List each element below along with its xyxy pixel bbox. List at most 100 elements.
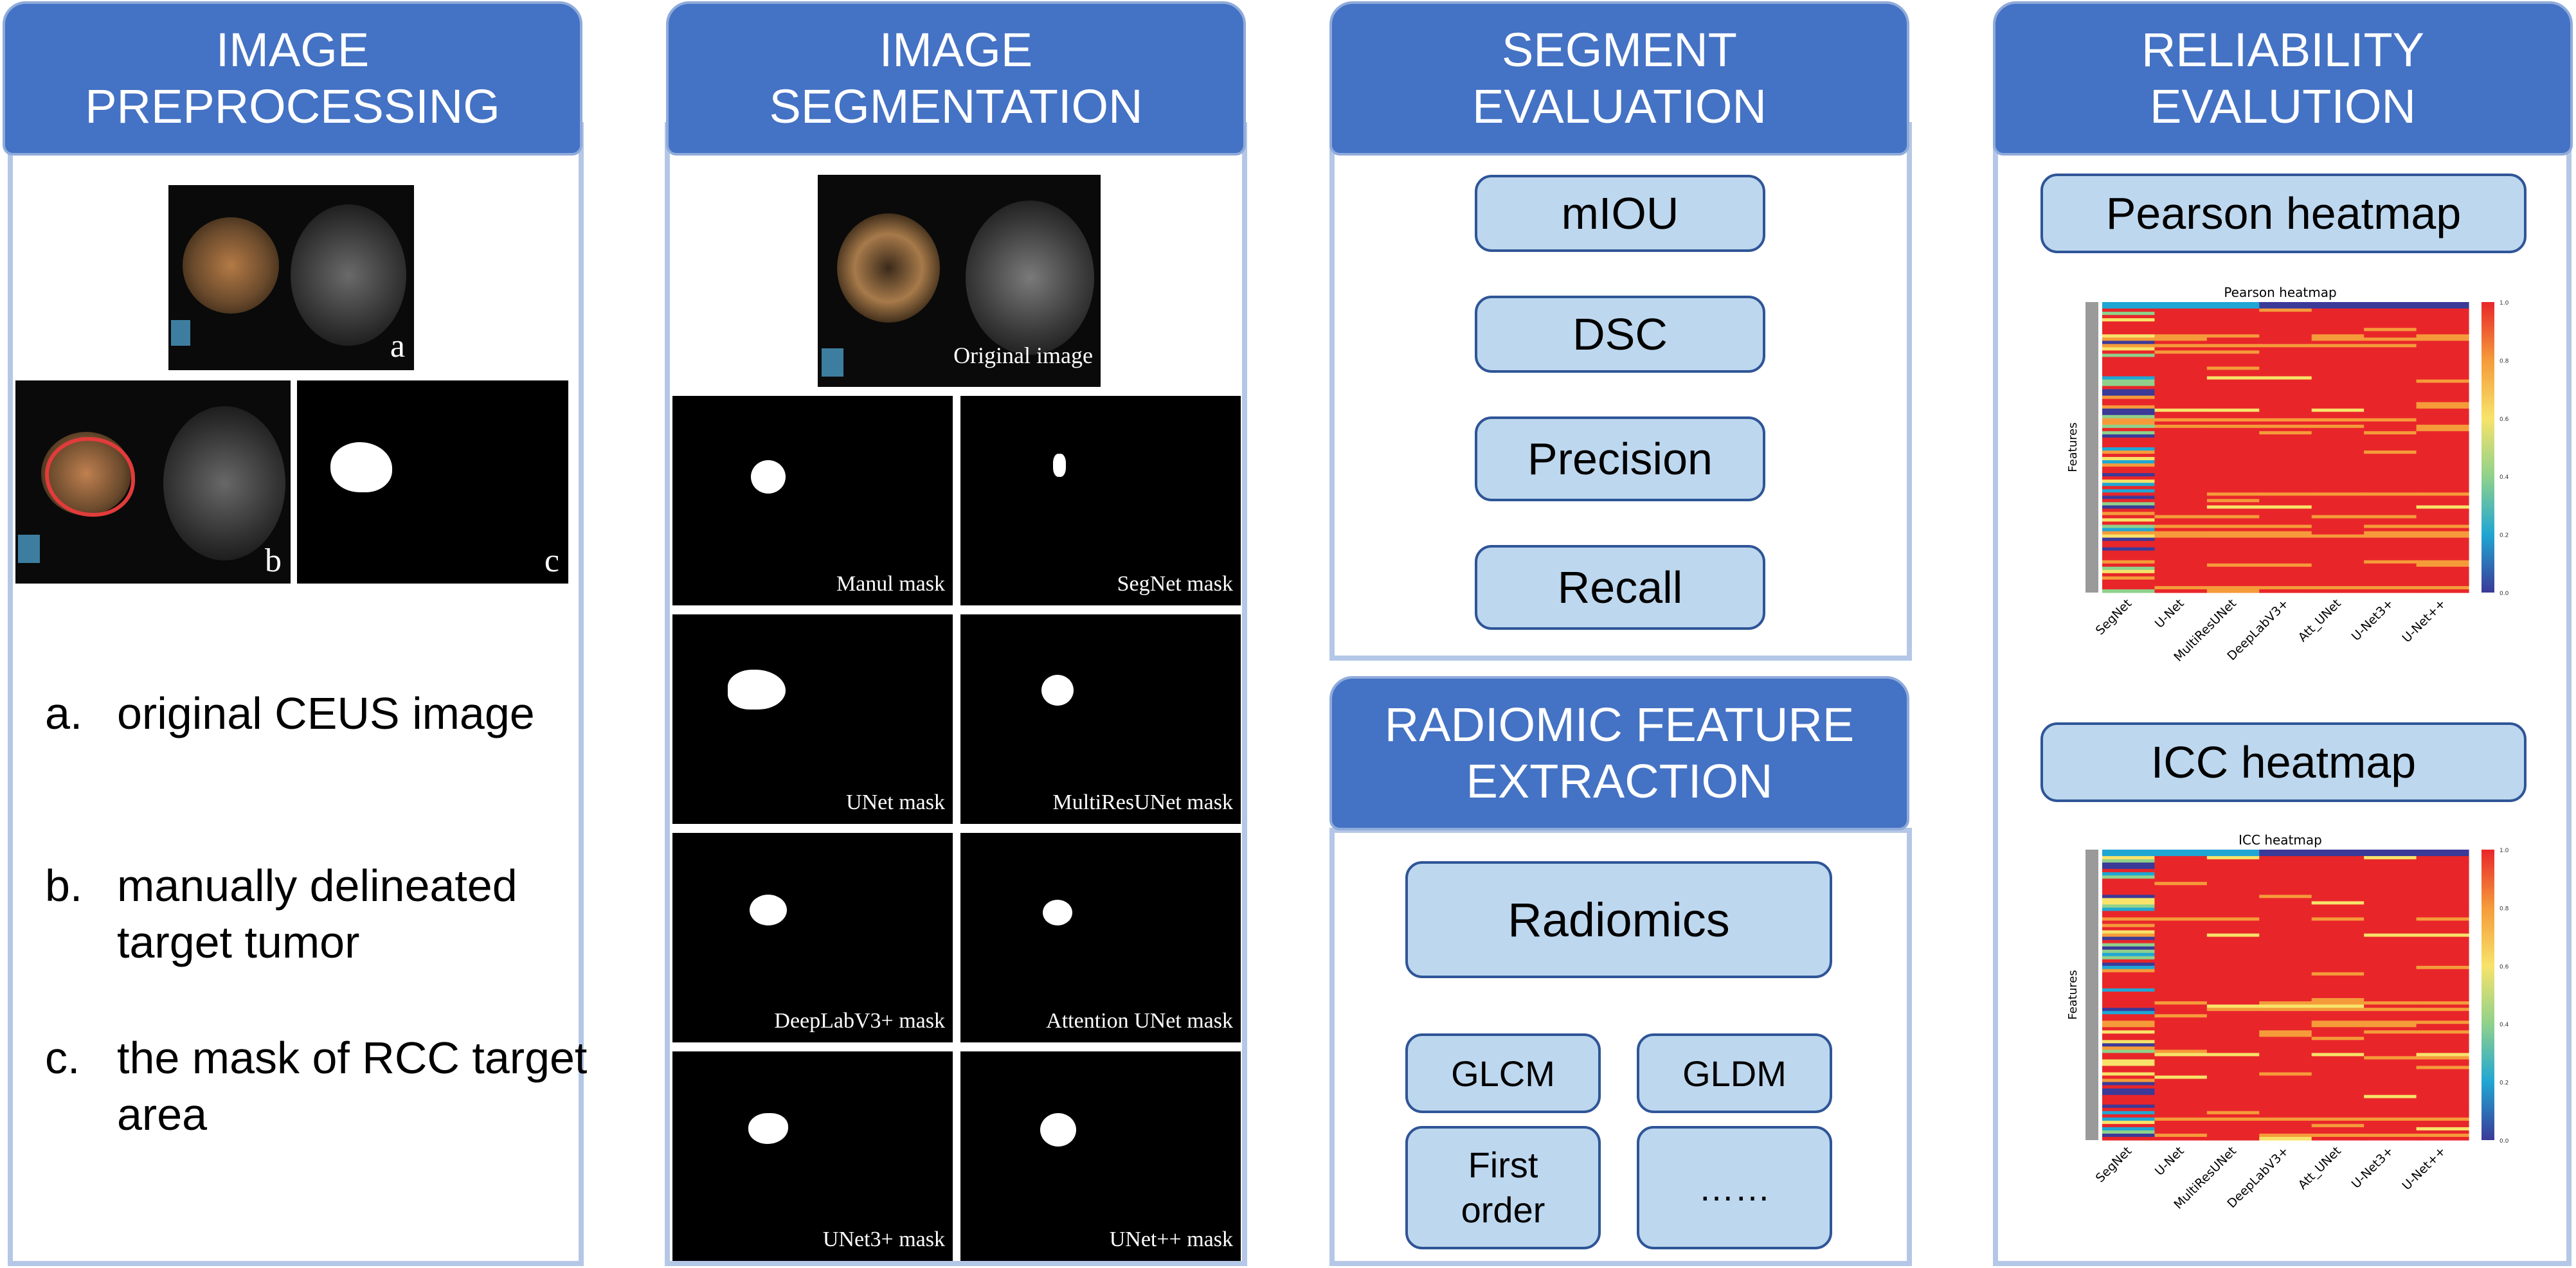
heatmap-cell <box>2154 379 2208 384</box>
original-ceus-image: a <box>168 185 414 370</box>
heatmap-cell <box>2206 991 2260 996</box>
heatmap-cell <box>2259 936 2312 941</box>
heatmap-cell <box>2311 589 2364 593</box>
heatmap-cell <box>2259 978 2312 983</box>
heatmap-cell <box>2259 447 2312 451</box>
heatmap-cell <box>2311 408 2364 413</box>
heatmap-cell <box>2102 579 2156 584</box>
heatmap-cell <box>2311 969 2364 973</box>
heatmap-cell <box>2364 1005 2417 1008</box>
heatmap-cell <box>2206 569 2260 574</box>
heatmap-cell <box>2416 357 2469 361</box>
heatmap-cell <box>2416 353 2469 357</box>
heatmap-cell <box>2311 1037 2364 1040</box>
heatmap-cell <box>2416 460 2469 464</box>
heatmap-cell <box>2311 470 2364 474</box>
heatmap-cell <box>2154 885 2208 889</box>
heatmap-cell <box>2102 398 2156 403</box>
heatmap-cell <box>2311 962 2364 967</box>
heatmap-cell <box>2416 1008 2469 1012</box>
heatmap-cell <box>2311 347 2364 351</box>
heatmap-cell <box>2259 382 2312 387</box>
heatmap-cell <box>2364 489 2417 493</box>
heatmap-cell <box>2259 531 2312 535</box>
heatmap-cell <box>2154 486 2208 490</box>
heatmap-cell <box>2154 483 2208 487</box>
heatmap-cell <box>2259 566 2312 571</box>
heatmap-cell <box>2206 988 2260 992</box>
heatmap-cell <box>2259 1123 2312 1128</box>
heatmap-cell <box>2102 949 2156 954</box>
heatmap-cell <box>2206 1021 2260 1024</box>
heatmap-cell <box>2102 544 2156 548</box>
heatmap-cell <box>2206 1017 2260 1021</box>
x-tick-label: U-Net3+ <box>2349 1144 2397 1192</box>
heatmap-cell <box>2259 1130 2312 1134</box>
heatmap-cell <box>2154 1043 2208 1047</box>
heatmap-cell <box>2259 421 2312 425</box>
heatmap-cell <box>2416 483 2469 487</box>
heatmap-cell <box>2259 457 2312 461</box>
heatmap-cell <box>2311 1117 2364 1121</box>
heatmap-cell <box>2102 1104 2156 1109</box>
heatmap-cell <box>2416 518 2469 522</box>
heatmap-cell <box>2206 518 2260 522</box>
heatmap-cell <box>2259 573 2312 577</box>
heatmap-cell <box>2364 395 2417 400</box>
heatmap-cell <box>2206 418 2260 422</box>
heatmap-cell <box>2416 440 2469 445</box>
heatmap-cell <box>2154 901 2208 905</box>
heatmap-cell <box>2259 431 2312 435</box>
heatmap-cell <box>2311 395 2364 400</box>
preprocessing-header: IMAGE PREPROCESSING <box>3 1 582 156</box>
heatmap-cell <box>2259 1066 2312 1070</box>
heatmap-cell <box>2259 872 2312 876</box>
heatmap-cell <box>2364 1021 2417 1024</box>
heatmap-cell <box>2206 302 2260 306</box>
heatmap-cell <box>2311 1078 2364 1083</box>
heatmap-cell <box>2259 350 2312 354</box>
heatmap-cell <box>2311 544 2364 548</box>
radiomic-header: RADIOMIC FEATURE EXTRACTION <box>1329 676 1909 830</box>
heatmap-cell <box>2311 315 2364 319</box>
heatmap-cell <box>2364 447 2417 451</box>
heatmap-cell <box>2206 956 2260 960</box>
heatmap-cell <box>2364 402 2417 406</box>
heatmap-cell <box>2206 318 2260 322</box>
heatmap-cell <box>2416 965 2469 970</box>
heatmap-cell <box>2154 978 2208 983</box>
heatmap-cell <box>2416 907 2469 912</box>
heatmap-cell <box>2311 949 2364 954</box>
heatmap-cell <box>2259 895 2312 898</box>
heatmap-cell <box>2364 1120 2417 1125</box>
heatmap-cell <box>2259 917 2312 922</box>
heatmap-cell <box>2416 891 2469 895</box>
heatmap-cell <box>2311 312 2364 316</box>
heatmap-cell <box>2102 1024 2156 1028</box>
heatmap-cell <box>2206 363 2260 368</box>
heatmap-cell <box>2416 434 2469 438</box>
colorbar <box>2481 850 2494 1140</box>
heatmap-cell <box>2364 1049 2417 1053</box>
heatmap-cell <box>2206 1056 2260 1060</box>
heatmap-cell <box>2102 1062 2156 1067</box>
heatmap-cell <box>2102 454 2156 458</box>
heatmap-cell <box>2364 1127 2417 1131</box>
heatmap-cell <box>2102 376 2156 380</box>
heatmap-cell <box>2102 1008 2156 1012</box>
heatmap-cell <box>2154 1049 2208 1053</box>
heatmap-cell <box>2206 331 2260 335</box>
heatmap-cell <box>2311 366 2364 371</box>
heatmap-cell <box>2102 405 2156 409</box>
heatmap-cell <box>2416 991 2469 996</box>
heatmap-cell <box>2416 1053 2469 1057</box>
heatmap-cell <box>2364 862 2417 866</box>
heatmap-cell <box>2154 467 2208 470</box>
heatmap-cell <box>2259 1024 2312 1028</box>
heatmap-cell <box>2206 460 2260 464</box>
heatmap-cell <box>2102 1094 2156 1099</box>
heatmap-cell <box>2416 569 2469 574</box>
heatmap-cell <box>2364 1094 2417 1099</box>
heatmap-cell <box>2311 415 2364 419</box>
x-tick-label: Att_UNet <box>2296 1144 2344 1192</box>
